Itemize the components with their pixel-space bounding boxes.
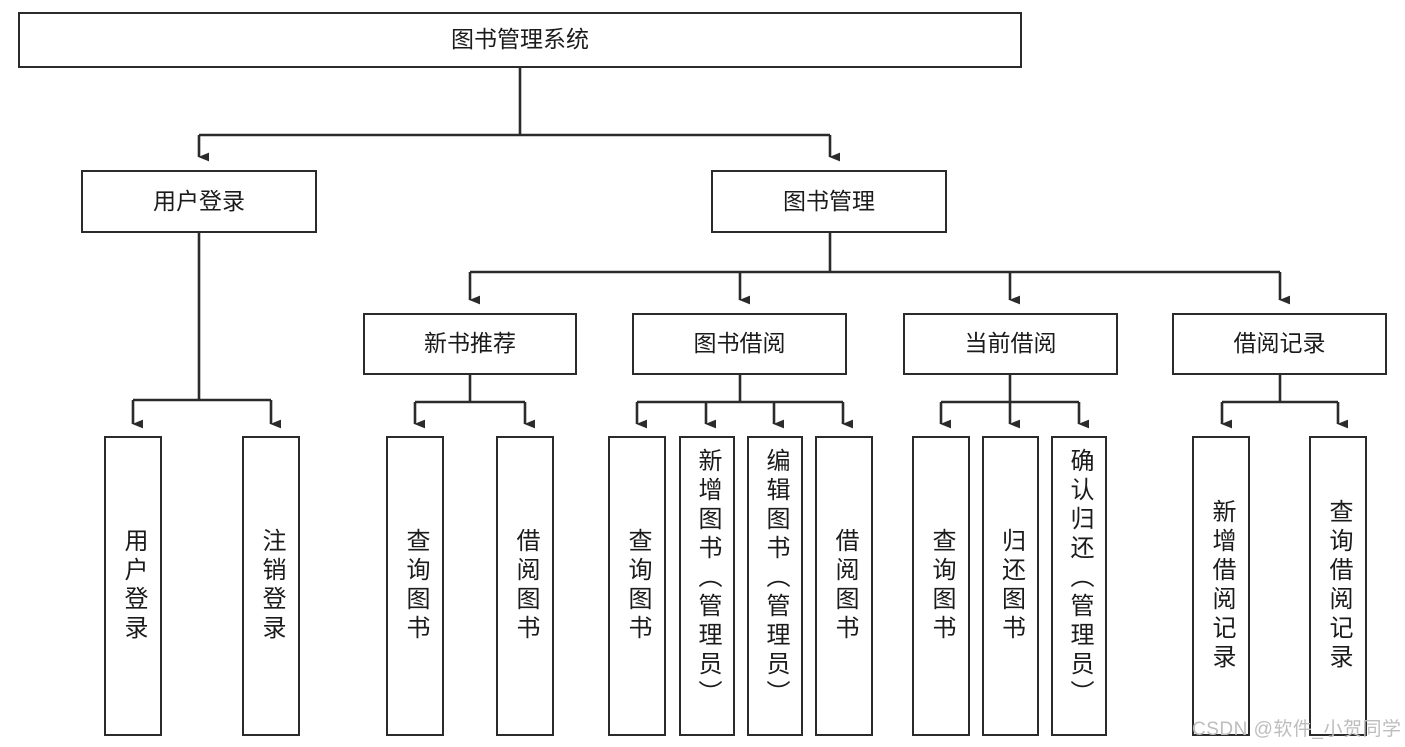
node-user-login-label: 用户登录 <box>153 187 245 214</box>
node-leaf-confirm-return-label: 确认归还（管理员） <box>1066 448 1093 709</box>
node-root-label: 图书管理系统 <box>451 26 589 53</box>
csdn-watermark: CSDN @软件_小贺同学 <box>1192 719 1402 740</box>
node-leaf-edit-book-label: 编辑图书（管理员） <box>762 448 789 709</box>
node-book-manage[interactable]: 图书管理 <box>711 170 947 233</box>
node-leaf-borrow-book-1[interactable]: 借阅图书 <box>496 436 554 736</box>
node-leaf-user-login-label: 用户登录 <box>120 528 147 644</box>
node-leaf-return-book-label: 归还图书 <box>997 528 1025 644</box>
node-leaf-return-book[interactable]: 归还图书 <box>982 436 1039 736</box>
node-leaf-add-book[interactable]: 新增图书（管理员） <box>679 436 735 736</box>
node-leaf-user-logout[interactable]: 注销登录 <box>242 436 300 736</box>
node-leaf-add-book-label: 新增图书（管理员） <box>694 448 721 709</box>
node-leaf-edit-book[interactable]: 编辑图书（管理员） <box>747 436 803 736</box>
node-book-borrow-label: 图书借阅 <box>693 330 786 357</box>
node-leaf-query-book-3[interactable]: 查询图书 <box>912 436 970 736</box>
node-leaf-user-login[interactable]: 用户登录 <box>104 436 162 736</box>
node-leaf-user-logout-label: 注销登录 <box>258 528 285 644</box>
node-current-borrow[interactable]: 当前借阅 <box>903 313 1118 375</box>
node-leaf-borrow-book-2-label: 借阅图书 <box>831 528 858 644</box>
node-leaf-query-book-1[interactable]: 查询图书 <box>386 436 444 736</box>
node-new-book-recommend[interactable]: 新书推荐 <box>363 313 577 375</box>
node-leaf-query-record[interactable]: 查询借阅记录 <box>1309 436 1367 736</box>
node-user-login[interactable]: 用户登录 <box>81 170 317 233</box>
node-leaf-confirm-return[interactable]: 确认归还（管理员） <box>1051 436 1107 736</box>
node-leaf-query-record-label: 查询借阅记录 <box>1325 499 1352 673</box>
node-leaf-add-record[interactable]: 新增借阅记录 <box>1192 436 1250 736</box>
node-book-borrow[interactable]: 图书借阅 <box>632 313 847 375</box>
node-leaf-borrow-book-1-label: 借阅图书 <box>512 528 539 644</box>
node-borrow-record-label: 借阅记录 <box>1233 330 1326 357</box>
node-leaf-query-book-1-label: 查询图书 <box>402 528 429 644</box>
node-leaf-query-book-2[interactable]: 查询图书 <box>608 436 666 736</box>
node-borrow-record[interactable]: 借阅记录 <box>1172 313 1387 375</box>
node-leaf-borrow-book-2[interactable]: 借阅图书 <box>815 436 873 736</box>
node-leaf-query-book-3-label: 查询图书 <box>928 528 955 644</box>
node-leaf-add-record-label: 新增借阅记录 <box>1208 499 1235 673</box>
node-current-borrow-label: 当前借阅 <box>964 330 1057 357</box>
node-root[interactable]: 图书管理系统 <box>18 12 1022 68</box>
node-new-book-recommend-label: 新书推荐 <box>424 330 516 357</box>
node-book-manage-label: 图书管理 <box>783 187 875 214</box>
node-leaf-query-book-2-label: 查询图书 <box>624 528 651 644</box>
